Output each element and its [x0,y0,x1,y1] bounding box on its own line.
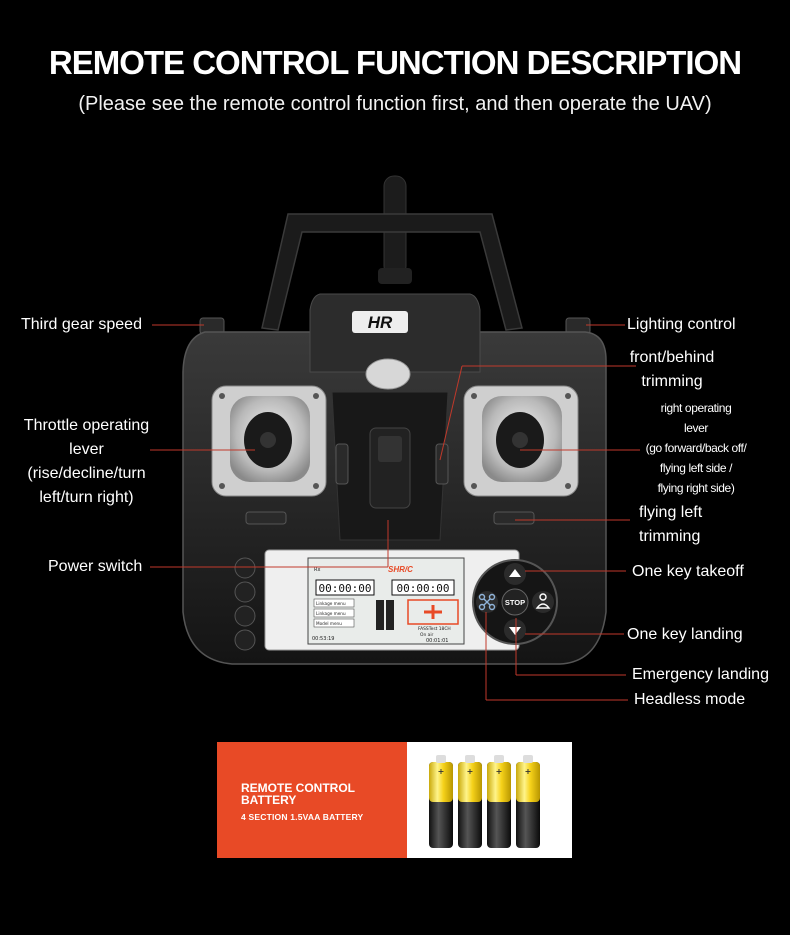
svg-text:00:01:01: 00:01:01 [426,638,448,644]
svg-text:+: + [496,767,503,776]
battery-icon: + [458,755,482,848]
label-front-behind-trimming: front/behind trimming [629,349,715,390]
label-one-key-landing: One key landing [627,626,743,643]
svg-text:Model menu: Model menu [316,621,342,626]
page-title: REMOTE CONTROL FUNCTION DESCRIPTION [48,44,742,81]
svg-text:SHR/C: SHR/C [388,565,413,574]
person-icon [535,593,551,609]
label-emergency-landing: Emergency landing [632,666,769,683]
svg-text:Linkage menu: Linkage menu [316,601,346,606]
label-third-gear-speed: Third gear speed [21,316,142,333]
drone-icon [478,593,496,611]
timer-left: 00:00:00 [319,582,372,595]
battery-subtitle: 4 SECTION 1.5VAA BATTERY [241,812,364,822]
function-button-pad: STOP [472,559,558,645]
svg-text:+: + [525,767,532,776]
hr-logo-plate [352,311,408,333]
page-subtitle: (Please see the remote control function … [78,93,712,115]
label-one-key-takeoff: One key takeoff [632,563,744,580]
left-horizontal-trim[interactable] [245,511,287,525]
front-behind-trim[interactable] [435,443,449,485]
svg-text:Rx: Rx [314,567,320,573]
battery-panel: REMOTE CONTROL BATTERY 4 SECTION 1.5VAA … [217,742,572,858]
arrow-down-icon [509,627,521,635]
left-vertical-trim[interactable] [335,443,349,485]
left-joystick[interactable] [211,385,327,497]
svg-text:FASSTest 18CH: FASSTest 18CH [418,626,451,632]
label-throttle-lever: Throttle operating lever (rise/decline/t… [23,417,150,506]
timer-right: 00:00:00 [397,582,450,595]
svg-text:+: + [467,767,474,776]
svg-text:STOP: STOP [505,598,525,607]
label-headless-mode: Headless mode [634,691,746,708]
right-joystick[interactable] [463,385,579,497]
aa-batteries-image: + + + + [429,755,540,848]
svg-text:00:53:19: 00:53:19 [312,636,334,642]
svg-text:Linkage menu: Linkage menu [316,611,346,616]
label-power-switch: Power switch [48,558,143,575]
battery-title: REMOTE CONTROL BATTERY [241,781,355,807]
svg-text:On air: On air [420,632,434,638]
battery-icon: + [516,755,540,848]
battery-icon: + [487,755,511,848]
lcd-screen: Rx SHR/C 00:00:00 00:00:00 Linkage menu … [307,557,465,645]
arrow-up-icon [509,569,521,577]
flying-left-trim[interactable] [493,511,535,525]
stop-button[interactable] [501,588,529,616]
indicator-light [365,358,411,390]
carry-handle [261,213,523,331]
svg-text:+: + [438,767,445,776]
battery-icon: + [429,755,453,848]
label-flying-left-trimming: flying left trimming [639,504,703,545]
battery-info-panel: REMOTE CONTROL BATTERY 4 SECTION 1.5VAA … [217,742,407,858]
label-lighting-control: Lighting control [627,316,736,333]
hr-logo: HR [368,313,393,332]
label-right-operating-lever: right operating lever (go forward/back o… [645,401,747,495]
